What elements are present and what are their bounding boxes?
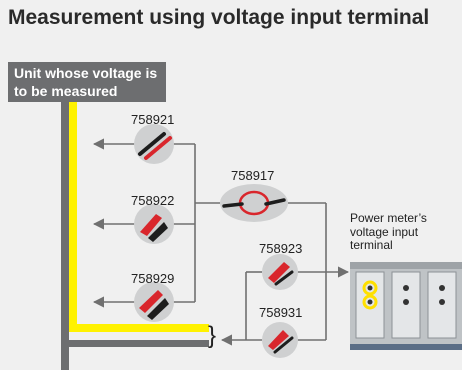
test-lead-icon [220,184,288,222]
unit-label-box: Unit whose voltage is to be measured [8,62,166,102]
test-lead-icon [262,322,298,358]
yellow-bar-horizontal [69,324,209,332]
test-lead-icon [262,254,298,290]
product-label-758929: 758929 [131,271,175,286]
product-label-758922: 758922 [131,193,175,208]
power-meter-label: Power meter’s voltage input terminal [350,211,427,252]
page-title: Measurement using voltage input terminal [8,6,430,29]
test-lead-icon [134,204,174,244]
yellow-bar-vertical [69,102,77,332]
product-label-758923: 758923 [259,241,303,256]
product-label-758917: 758917 [231,168,275,183]
right-connector [220,202,350,346]
gray-bar-horizontal [69,340,209,347]
power-meter-icon [350,262,462,350]
test-lead-icon [134,282,174,322]
bracket-symbol: } [208,322,217,349]
product-label-758931: 758931 [259,305,303,320]
gray-bar-vertical [61,102,69,370]
test-lead-icon [134,124,174,164]
product-label-758921: 758921 [131,112,175,127]
